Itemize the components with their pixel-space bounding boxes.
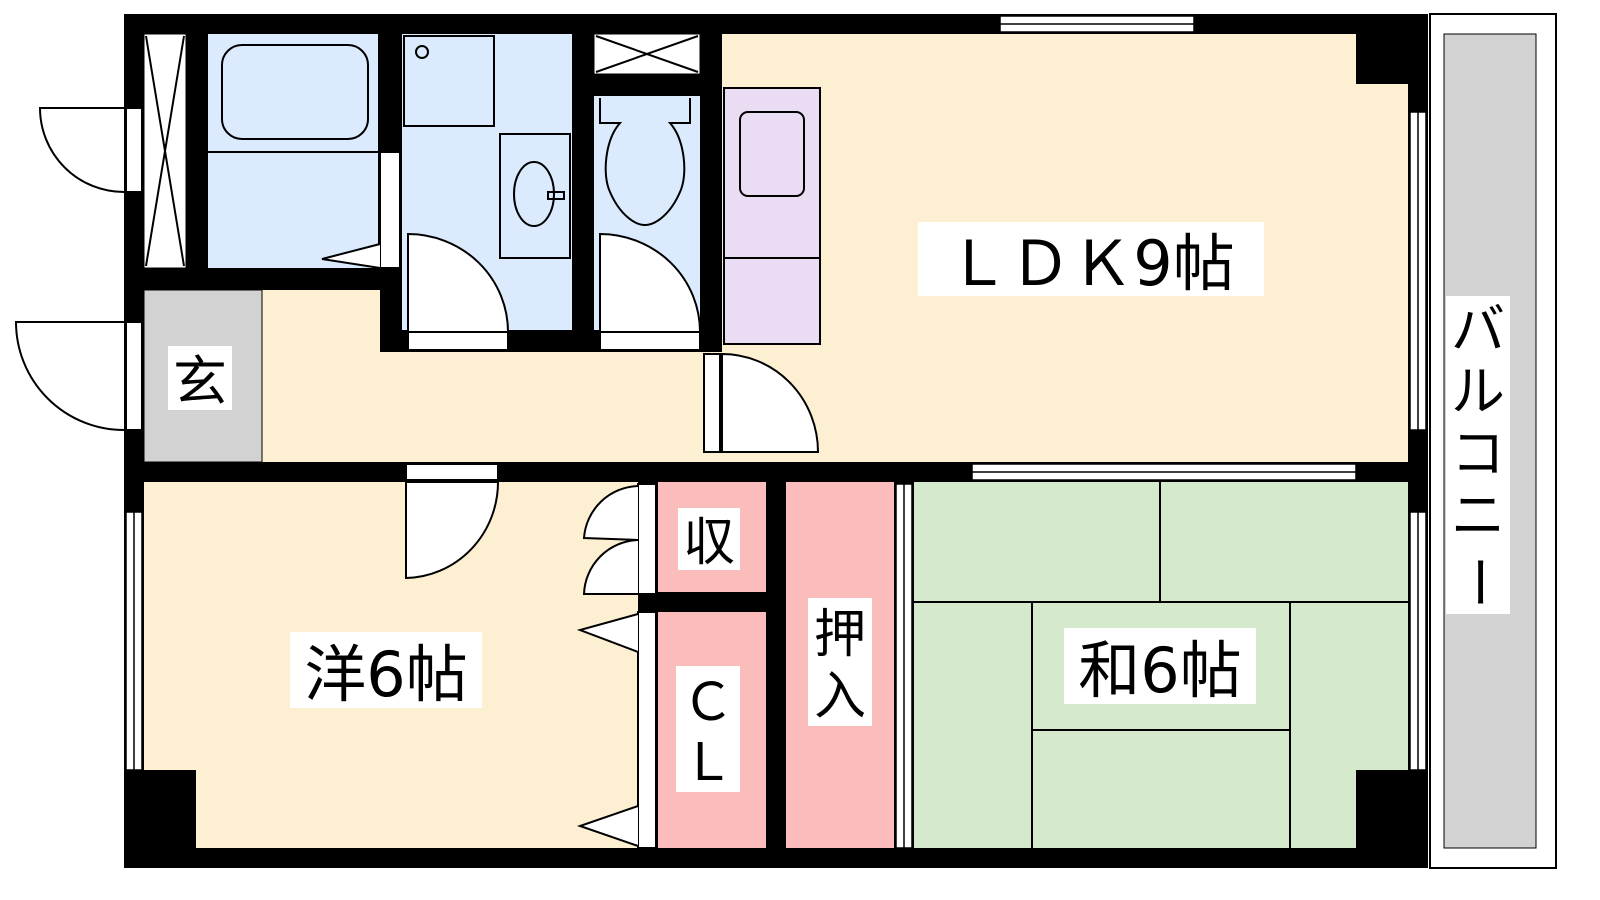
label-oshiire-2: 入 <box>814 667 866 727</box>
column <box>144 770 196 848</box>
hallway-upper <box>262 290 380 360</box>
pipe-space-x <box>595 35 699 73</box>
svg-text:コ: コ <box>1451 422 1505 485</box>
svg-text:ル: ル <box>1451 360 1505 423</box>
toilet-icon <box>599 98 691 227</box>
tatami-lines <box>914 482 1408 848</box>
label-balcony: バ ル コ ニ ー <box>1447 298 1510 609</box>
bathtub-icon <box>221 44 369 140</box>
kitchen-counter <box>723 87 821 345</box>
svg-text:バ: バ <box>1451 298 1505 361</box>
hallway <box>262 352 722 462</box>
label-storage: 収 <box>683 513 735 573</box>
wash-basin-icon <box>499 133 571 259</box>
closet-x-mark <box>145 35 185 267</box>
label-entrance: 玄 <box>173 350 227 413</box>
doors <box>14 107 820 849</box>
label-closet-1: Ｃ <box>682 673 734 733</box>
svg-text:ー: ー <box>1447 555 1510 609</box>
washing-machine-space <box>403 35 495 127</box>
windows <box>125 15 1427 849</box>
label-closet-2: Ｌ <box>682 733 734 793</box>
label-ldk: ＬＤＫ9帖 <box>947 227 1234 300</box>
sink-icon <box>739 111 805 197</box>
label-japanese: 和6帖 <box>1078 634 1241 707</box>
svg-text:ニ: ニ <box>1451 484 1505 547</box>
label-oshiire-1: 押 <box>814 605 866 665</box>
label-western: 洋6帖 <box>304 638 467 711</box>
column <box>1356 34 1408 84</box>
